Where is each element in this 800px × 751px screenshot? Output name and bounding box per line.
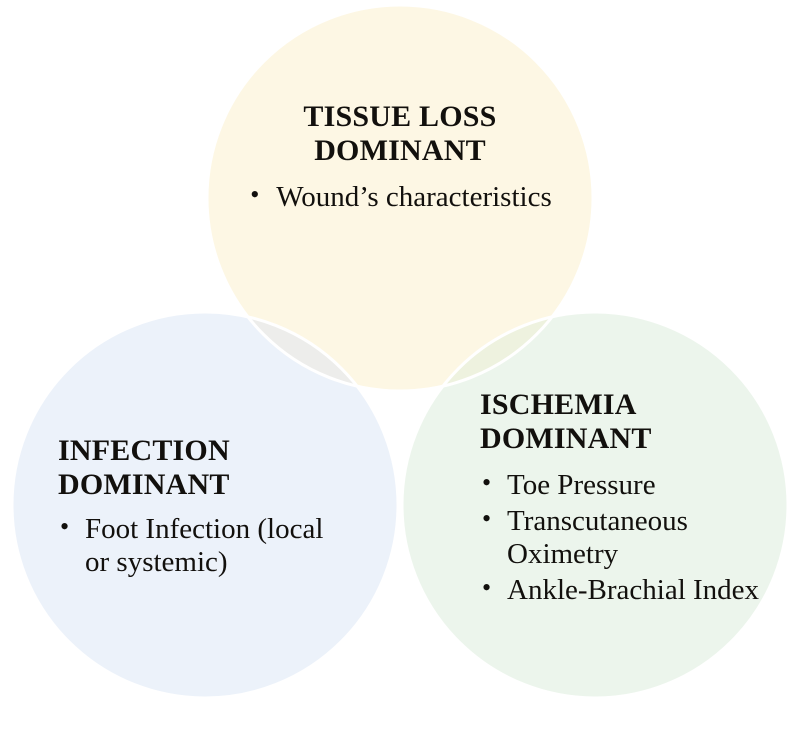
heading-tissue-loss: TISSUE LOSS DOMINANT — [232, 100, 568, 167]
heading-tissue-loss-line-2: DOMINANT — [314, 133, 486, 167]
heading-infection-line-2: DOMINANT — [58, 467, 230, 501]
list-tissue-loss: Wound’s characteristics — [248, 180, 552, 218]
lobe-label-tissue-loss: TISSUE LOSS DOMINANT Wound’s characteris… — [232, 100, 568, 218]
list-item: Foot Infection (local or systemic) — [58, 512, 326, 579]
lobe-label-ischemia: ISCHEMIA DOMINANT Toe Pressure Transcuta… — [480, 388, 770, 610]
circle-outline-infection — [10, 310, 400, 700]
list-item: Toe Pressure — [480, 468, 770, 502]
heading-infection-line-1: INFECTION — [58, 434, 230, 467]
list-item: Wound’s characteristics — [248, 180, 552, 214]
heading-ischemia: ISCHEMIA DOMINANT — [480, 388, 770, 455]
circle-infection — [12, 312, 398, 698]
list-item: Ankle-Brachial Index — [480, 573, 770, 607]
list-ischemia: Toe Pressure Transcutaneous Oximetry Ank… — [480, 468, 770, 607]
heading-ischemia-line-1: ISCHEMIA — [480, 388, 637, 421]
circle-outline-tissue-loss — [205, 3, 595, 393]
lobe-label-infection: INFECTION DOMINANT Foot Infection (local… — [58, 434, 326, 583]
list-item: Transcutaneous Oximetry — [480, 504, 770, 571]
heading-tissue-loss-line-1: TISSUE LOSS — [303, 100, 497, 133]
heading-infection: INFECTION DOMINANT — [58, 434, 326, 501]
circle-outline-ischemia — [400, 310, 790, 700]
heading-ischemia-line-2: DOMINANT — [480, 421, 652, 455]
list-infection: Foot Infection (local or systemic) — [58, 512, 326, 579]
